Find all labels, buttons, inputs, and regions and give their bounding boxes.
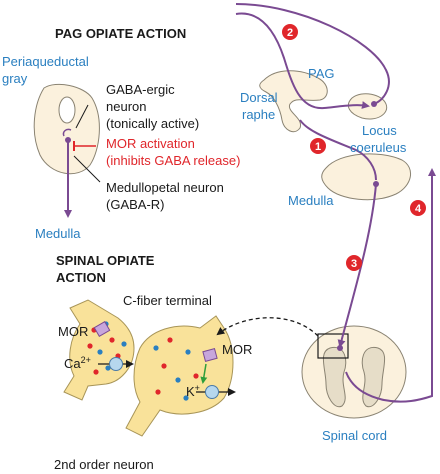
calcium-label: Ca2+ — [64, 355, 91, 371]
pathway-raphe-to-medulla — [299, 119, 377, 181]
pathway-ascending-spinothalamic — [345, 168, 436, 403]
calcium-channel — [109, 357, 123, 371]
svg-text:3: 3 — [351, 258, 357, 270]
spinal-grey-matter-left — [322, 346, 347, 408]
brain-pag-label: PAG — [308, 66, 335, 81]
gaba-ergic-label-line2: neuron — [106, 99, 146, 114]
mor-right-label: MOR — [222, 342, 252, 357]
mor-activation-label: MOR activation — [106, 136, 195, 151]
medullopetal-neuron-soma — [65, 137, 71, 143]
locus-coeruleus-label-line1: Locus — [362, 123, 397, 138]
step-badge-1: 1 — [310, 138, 326, 154]
dorsal-raphe-label-line2: raphe — [242, 107, 275, 122]
medulla-relay-node — [373, 181, 379, 187]
aqueduct-lumen — [58, 96, 76, 124]
pag-midbrain-shape — [259, 70, 328, 133]
mor-inhibits-gaba-label: (inhibits GABA release) — [106, 153, 240, 168]
medulla-shape — [321, 153, 411, 201]
pathway-medulla-to-dorsal-horn — [337, 183, 377, 348]
second-order-postsynaptic-neuron — [125, 315, 234, 437]
spinal-grey-matter-right — [361, 346, 386, 408]
pathway-pag-to-lc — [235, 12, 370, 110]
lc-relay-node — [371, 101, 377, 107]
svg-text:2: 2 — [287, 27, 293, 39]
spinal-section-title-line1: SPINAL OPIATE — [56, 253, 155, 268]
gaba-ergic-label-line3: (tonically active) — [106, 116, 199, 131]
pathway-descending-top — [235, 3, 390, 105]
medullopetal-pointer-line — [73, 155, 101, 183]
c-fiber-terminal-label: C-fiber terminal — [123, 293, 212, 308]
magnify-dashed-arrow — [216, 317, 319, 337]
periaqueductal-gray-label-line1: Periaqueductal — [2, 54, 89, 69]
step-badge-2: 2 — [282, 24, 298, 40]
mor-left-receptor — [93, 320, 111, 338]
step-badge-4: 4 — [410, 200, 426, 216]
dorsal-raphe-label-line1: Dorsal — [240, 90, 278, 105]
brain-medulla-label: Medulla — [288, 193, 334, 208]
medullopetal-label-line1: Medullopetal neuron — [106, 180, 224, 195]
dorsal-horn-terminal — [337, 345, 343, 351]
pag-medulla-label: Medulla — [35, 226, 81, 241]
dorsal-horn-zoom-box — [317, 333, 349, 359]
step-badge-3: 3 — [346, 255, 362, 271]
mor-right-receptor — [202, 348, 218, 362]
spinal-cord-label: Spinal cord — [322, 428, 387, 443]
mor-left-label: MOR — [58, 324, 88, 339]
potassium-label: K+ — [186, 383, 200, 399]
svg-text:1: 1 — [315, 141, 321, 153]
pag-section-title: PAG OPIATE ACTION — [55, 26, 186, 41]
mor-coupling-arrow — [200, 363, 208, 384]
postsynaptic-receptor-dots — [153, 337, 199, 401]
potassium-channel — [205, 385, 219, 399]
gaba-ergic-label-line1: GABA-ergic — [106, 82, 175, 97]
gaba-ergic-terminal — [62, 128, 72, 137]
spinal-section-title-line2: ACTION — [56, 270, 106, 285]
gaba-pointer-line — [75, 104, 89, 129]
periaqueductal-gray-label-line2: gray — [2, 71, 28, 86]
medullopetal-label-line2: (GABA-R) — [106, 197, 165, 212]
svg-text:4: 4 — [415, 203, 422, 215]
locus-coeruleus-label-line2: coeruleus — [350, 140, 407, 155]
second-order-neuron-label: 2nd order neuron — [54, 457, 154, 472]
